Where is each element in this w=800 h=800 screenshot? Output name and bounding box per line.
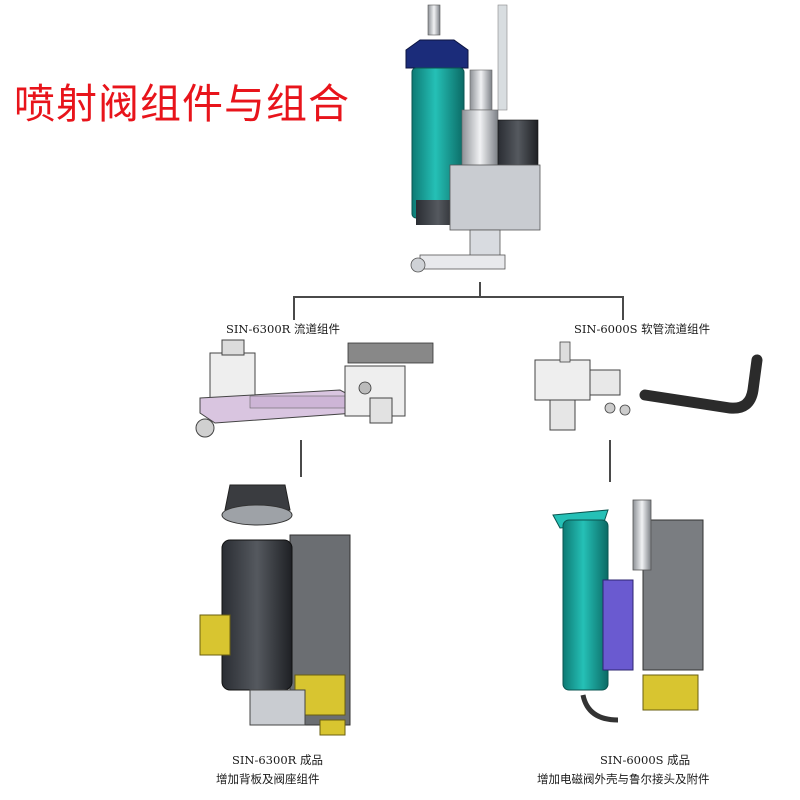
sin-6000s-finished-product-image xyxy=(552,499,704,723)
left-product-label: SIN-6300R 成品 xyxy=(232,753,323,767)
left-component-label: SIN-6300R 流道组件 xyxy=(226,322,340,336)
right-component-label: SIN-6000S 软管流道组件 xyxy=(574,322,711,336)
page-title: 喷射阀组件与组合 xyxy=(14,80,350,128)
sin-6300r-flow-component-image xyxy=(195,339,434,438)
connector-left-lower xyxy=(300,440,302,477)
main-valve-assembly-image xyxy=(405,4,541,273)
right-product-label: SIN-6000S 成品 xyxy=(600,753,691,767)
connector-left-drop xyxy=(293,296,295,320)
left-product-sublabel: 增加背板及阀座组件 xyxy=(216,772,320,786)
connector-right-drop xyxy=(622,296,624,320)
sin-6000s-hose-component-image xyxy=(534,341,763,431)
right-product-sublabel: 增加电磁阀外壳与鲁尔接头及附件 xyxy=(537,772,710,786)
sin-6300r-finished-product-image xyxy=(199,484,351,736)
connector-horizontal xyxy=(293,296,623,298)
connector-right-lower xyxy=(609,440,611,482)
connector-trunk xyxy=(479,282,481,297)
